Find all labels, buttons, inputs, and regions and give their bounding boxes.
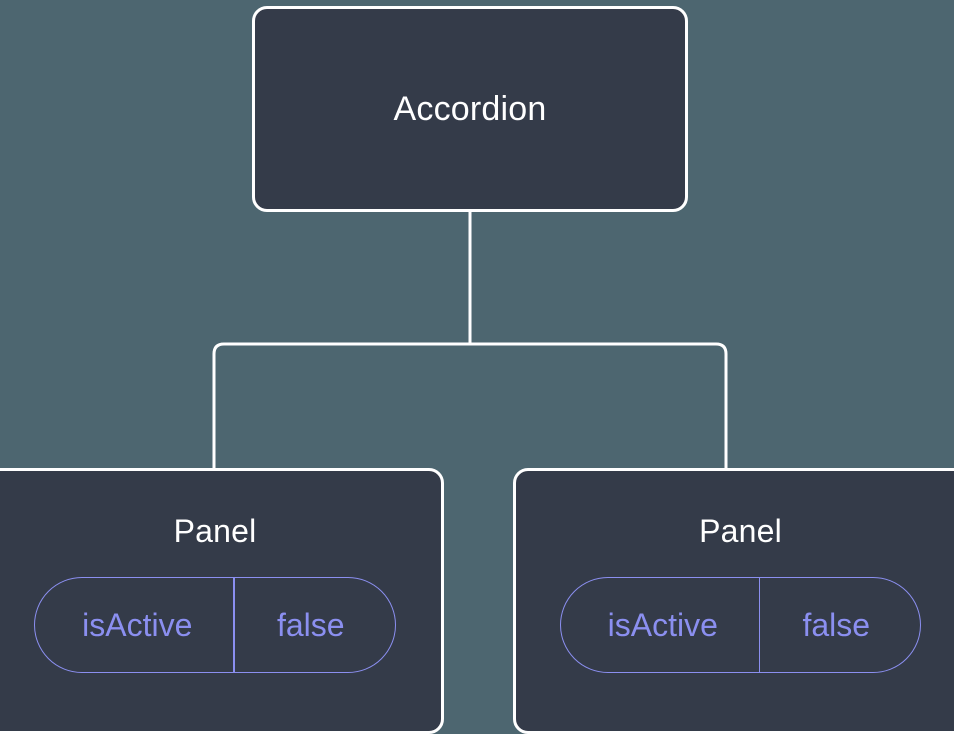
- prop-key-label: isActive: [607, 606, 718, 643]
- prop-value-label: false: [276, 606, 345, 643]
- prop-key-label: isActive: [82, 606, 193, 643]
- node-accordion[interactable]: Accordion: [252, 6, 688, 212]
- prop-pill-divider: [758, 578, 761, 672]
- node-panel-left[interactable]: Panel isActive false: [0, 468, 444, 734]
- node-accordion-title: Accordion: [393, 90, 547, 128]
- prop-pill-is-active-left[interactable]: isActive false: [34, 577, 396, 673]
- node-panel-left-title: Panel: [173, 513, 257, 549]
- edge-branch-bar: [212, 342, 728, 468]
- node-panel-right[interactable]: Panel isActive false: [513, 468, 954, 734]
- prop-pill-divider: [233, 578, 235, 672]
- prop-value-label: false: [802, 606, 871, 643]
- node-panel-right-title: Panel: [699, 513, 782, 549]
- prop-pill-is-active-right[interactable]: isActive false: [559, 577, 922, 673]
